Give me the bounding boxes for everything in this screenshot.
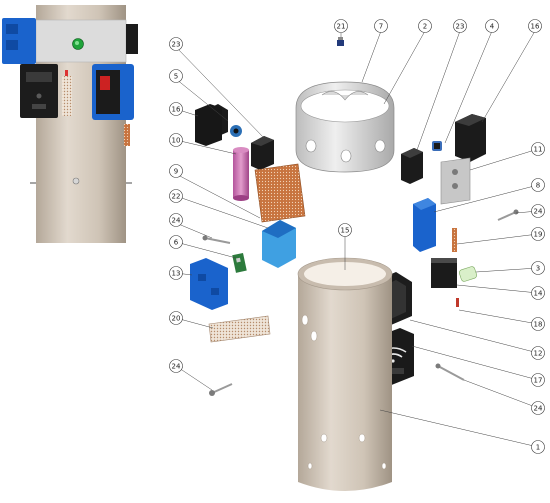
part-23-box-right (401, 148, 423, 184)
part-18-pin (456, 298, 459, 307)
callout-22: 22 (169, 189, 183, 203)
svg-text:18: 18 (534, 321, 543, 329)
part-19-pin-strip (452, 228, 457, 252)
callout-7: 7 (374, 19, 388, 33)
callout-14: 14 (531, 286, 545, 300)
svg-text:4: 4 (490, 23, 495, 31)
callout-23: 23 (453, 19, 467, 33)
svg-text:9: 9 (174, 168, 178, 176)
svg-text:24: 24 (534, 208, 543, 216)
svg-text:12: 12 (534, 350, 543, 358)
svg-text:2: 2 (423, 23, 427, 31)
svg-text:10: 10 (172, 137, 181, 145)
leader-lines (175, 30, 539, 448)
part-24-screw-d (435, 363, 465, 381)
svg-text:6: 6 (174, 239, 179, 247)
part-21-screw (337, 37, 344, 46)
svg-text:24: 24 (534, 405, 543, 413)
callout-24: 24 (531, 401, 545, 415)
part-8-blue-housing (413, 198, 436, 252)
svg-text:11: 11 (534, 146, 543, 154)
part-16-black-box-left (195, 104, 222, 146)
callout-20: 20 (169, 311, 183, 325)
callout-8: 8 (531, 178, 545, 192)
svg-text:15: 15 (341, 227, 350, 235)
svg-text:8: 8 (536, 182, 540, 190)
svg-text:3: 3 (536, 265, 540, 273)
callout-15: 15 (338, 223, 352, 237)
svg-text:5: 5 (174, 73, 178, 81)
part-3-fan (459, 266, 477, 282)
callout-23: 23 (169, 37, 183, 51)
callout-16: 16 (169, 102, 183, 116)
svg-text:17: 17 (534, 377, 543, 385)
svg-text:13: 13 (172, 270, 181, 278)
callout-4: 4 (485, 19, 499, 33)
part-6-small-board (232, 252, 247, 273)
callout-13: 13 (169, 266, 183, 280)
svg-text:16: 16 (172, 106, 181, 114)
callout-24: 24 (169, 213, 183, 227)
svg-text:21: 21 (337, 23, 346, 31)
callout-24: 24 (169, 359, 183, 373)
svg-text:24: 24 (172, 217, 181, 225)
assembled-device-view (2, 5, 138, 243)
part-24-screw-c (497, 209, 519, 221)
callout-labels: 21 7 2 23 4 16 23 5 16 10 9 22 24 6 13 2… (169, 19, 545, 454)
svg-text:23: 23 (172, 41, 181, 49)
part-23-box-left (251, 136, 274, 170)
part-22-blue-bracket (262, 220, 296, 268)
part-2-ring-clamp (295, 81, 395, 173)
svg-text:23: 23 (456, 23, 465, 31)
svg-text:16: 16 (531, 23, 540, 31)
callout-5: 5 (169, 69, 183, 83)
callout-11: 11 (531, 142, 545, 156)
exploded-parts-view (190, 37, 519, 491)
callout-21: 21 (334, 19, 348, 33)
part-10-battery (233, 147, 249, 201)
callout-24: 24 (531, 204, 545, 218)
callout-16: 16 (528, 19, 542, 33)
assembled-port (72, 177, 80, 185)
svg-text:14: 14 (534, 290, 543, 298)
part-24-screw-b (209, 383, 233, 396)
callout-3: 3 (531, 261, 545, 275)
callout-1: 1 (531, 440, 545, 454)
svg-text:20: 20 (172, 315, 181, 323)
callout-12: 12 (531, 346, 545, 360)
part-13-blue-housing (190, 258, 228, 310)
svg-text:19: 19 (534, 231, 543, 239)
callout-19: 19 (531, 227, 545, 241)
callout-17: 17 (531, 373, 545, 387)
callout-10: 10 (169, 133, 183, 147)
callout-18: 18 (531, 317, 545, 331)
callout-2: 2 (418, 19, 432, 33)
assembled-black-box-top (126, 24, 138, 54)
part-16-black-box-right (455, 114, 486, 162)
part-1-main-pipe (297, 257, 393, 491)
part-11-grey-plate (440, 157, 471, 205)
part-4-connector (432, 141, 442, 151)
assembled-mesh-strip (62, 76, 72, 116)
part-9-perf-board (254, 163, 306, 223)
svg-text:7: 7 (379, 23, 383, 31)
part-24-screw-a (202, 235, 231, 244)
part-20-mesh-panel (208, 315, 271, 343)
svg-text:1: 1 (536, 444, 540, 452)
svg-text:22: 22 (172, 193, 181, 201)
part-14-black-module (431, 258, 457, 288)
callout-9: 9 (169, 164, 183, 178)
callout-6: 6 (169, 235, 183, 249)
svg-text:24: 24 (172, 363, 181, 371)
